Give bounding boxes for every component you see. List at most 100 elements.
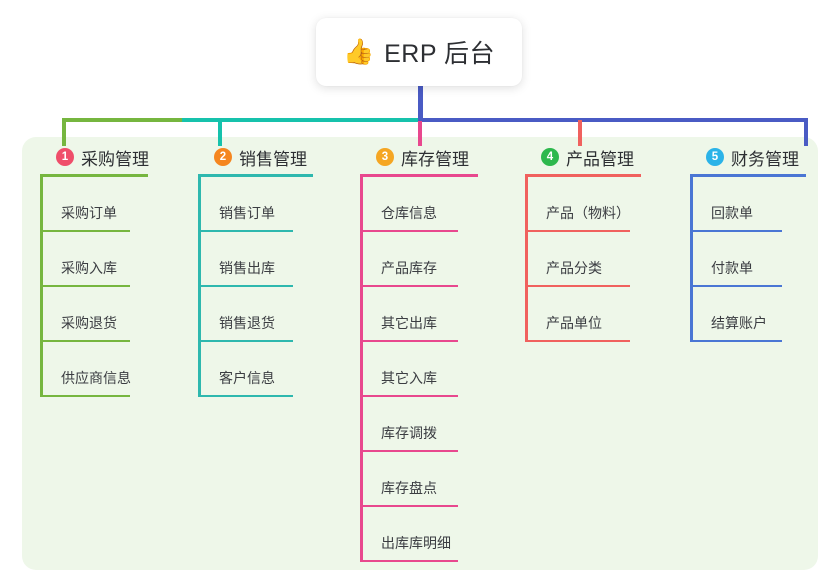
- segment-green: [62, 118, 182, 122]
- column-badge-sales: 2: [214, 148, 232, 166]
- leaf-rule: [198, 340, 293, 342]
- leaf-item[interactable]: 采购入库: [40, 232, 149, 287]
- leaf-item[interactable]: 其它出库: [360, 287, 478, 342]
- column-rule-finance: [690, 174, 806, 177]
- column-purchase: 1 采购管理采购订单采购入库采购退货供应商信息: [40, 145, 149, 397]
- leaf-item[interactable]: 客户信息: [198, 342, 313, 397]
- segment-blue: [420, 118, 808, 122]
- leaf-label: 其它入库: [381, 370, 437, 386]
- segment-teal: [182, 118, 420, 122]
- leaf-item[interactable]: 销售出库: [198, 232, 313, 287]
- column-header-purchase[interactable]: 1 采购管理: [40, 145, 149, 169]
- leaf-label: 库存盘点: [381, 480, 437, 496]
- leaf-label: 结算账户: [711, 315, 767, 331]
- leaf-item[interactable]: 销售退货: [198, 287, 313, 342]
- leaf-rule: [40, 395, 130, 397]
- leaf-item[interactable]: 其它入库: [360, 342, 478, 397]
- leaf-item[interactable]: 产品库存: [360, 232, 478, 287]
- leaf-rule: [360, 395, 458, 397]
- leaf-item[interactable]: 供应商信息: [40, 342, 149, 397]
- leaf-rule: [198, 285, 293, 287]
- leaf-item[interactable]: 出库库明细: [360, 507, 478, 562]
- leaf-rule: [198, 395, 293, 397]
- branch-finance: 回款单付款单结算账户: [690, 177, 806, 342]
- leaf-label: 产品（物料）: [546, 205, 630, 221]
- leaf-rule: [525, 230, 630, 232]
- leaf-label: 产品库存: [381, 260, 437, 276]
- column-badge-product: 4: [541, 148, 559, 166]
- leaf-rule: [198, 230, 293, 232]
- leaf-rule: [525, 285, 630, 287]
- column-rule-purchase: [40, 174, 148, 177]
- column-title-sales: 销售管理: [239, 149, 307, 169]
- leaf-label: 其它出库: [381, 315, 437, 331]
- leaf-rule: [690, 230, 782, 232]
- leaf-label: 采购订单: [61, 205, 117, 221]
- leaf-item[interactable]: 产品单位: [525, 287, 641, 342]
- drop-purchase: [62, 120, 66, 146]
- leaf-item[interactable]: 仓库信息: [360, 177, 478, 232]
- leaf-item[interactable]: 采购订单: [40, 177, 149, 232]
- drop-finance: [804, 120, 808, 146]
- leaf-item[interactable]: 销售订单: [198, 177, 313, 232]
- column-header-finance[interactable]: 5 财务管理: [690, 145, 806, 169]
- column-sales: 2 销售管理销售订单销售出库销售退货客户信息: [198, 145, 313, 397]
- leaf-rule: [690, 340, 782, 342]
- drop-inventory: [418, 120, 422, 146]
- drop-product: [578, 120, 582, 146]
- column-title-purchase: 采购管理: [81, 149, 149, 169]
- column-rule-sales: [198, 174, 313, 177]
- leaf-item[interactable]: 付款单: [690, 232, 806, 287]
- leaf-rule: [690, 285, 782, 287]
- leaf-item[interactable]: 采购退货: [40, 287, 149, 342]
- column-header-product[interactable]: 4 产品管理: [525, 145, 641, 169]
- leaf-rule: [360, 560, 458, 562]
- column-header-sales[interactable]: 2 销售管理: [198, 145, 313, 169]
- branch-spine-purchase: [40, 177, 43, 397]
- diagram-panel: [22, 137, 818, 570]
- leaf-item[interactable]: 库存调拨: [360, 397, 478, 452]
- leaf-label: 采购入库: [61, 260, 117, 276]
- column-title-product: 产品管理: [566, 149, 634, 169]
- column-badge-purchase: 1: [56, 148, 74, 166]
- leaf-item[interactable]: 产品（物料）: [525, 177, 641, 232]
- trunk-connector: [418, 84, 423, 121]
- leaf-rule: [360, 340, 458, 342]
- leaf-rule: [360, 450, 458, 452]
- column-title-inventory: 库存管理: [401, 149, 469, 169]
- drop-sales: [218, 120, 222, 146]
- branch-spine-product: [525, 177, 528, 342]
- leaf-item[interactable]: 回款单: [690, 177, 806, 232]
- leaf-item[interactable]: 产品分类: [525, 232, 641, 287]
- leaf-label: 销售出库: [219, 260, 275, 276]
- leaf-label: 销售订单: [219, 205, 275, 221]
- branch-purchase: 采购订单采购入库采购退货供应商信息: [40, 177, 149, 397]
- leaf-rule: [360, 505, 458, 507]
- column-title-finance: 财务管理: [731, 149, 799, 169]
- root-node-title: ERP 后台: [384, 40, 496, 68]
- column-rule-product: [525, 174, 641, 177]
- root-node[interactable]: 👍 ERP 后台: [316, 18, 522, 86]
- branch-product: 产品（物料） 产品分类产品单位: [525, 177, 641, 342]
- leaf-label: 付款单: [711, 260, 753, 276]
- branch-spine-finance: [690, 177, 693, 342]
- branch-spine-sales: [198, 177, 201, 397]
- leaf-label: 产品分类: [546, 260, 602, 276]
- leaf-item[interactable]: 库存盘点: [360, 452, 478, 507]
- thumbs-up-icon: 👍: [342, 37, 375, 66]
- leaf-label: 客户信息: [219, 370, 275, 386]
- leaf-rule: [360, 285, 458, 287]
- leaf-rule: [360, 230, 458, 232]
- leaf-label: 供应商信息: [61, 370, 131, 386]
- leaf-rule: [40, 340, 130, 342]
- leaf-item[interactable]: 结算账户: [690, 287, 806, 342]
- column-rule-inventory: [360, 174, 478, 177]
- branch-spine-inventory: [360, 177, 363, 562]
- column-finance: 5 财务管理回款单付款单结算账户: [690, 145, 806, 342]
- column-badge-finance: 5: [706, 148, 724, 166]
- leaf-label: 销售退货: [219, 315, 275, 331]
- branch-sales: 销售订单销售出库销售退货客户信息: [198, 177, 313, 397]
